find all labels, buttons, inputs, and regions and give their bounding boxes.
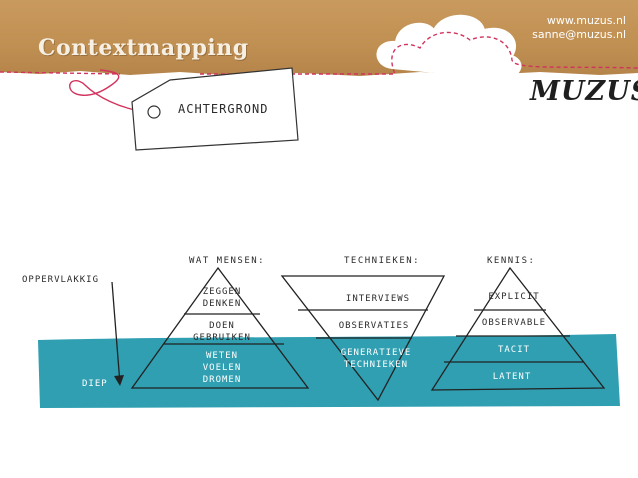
knowledge-pyramid: EXPLICIT OBSERVABLE TACIT LATENT [430,266,606,391]
techniques-pyramid: INTERVIEWS OBSERVATIES GENERATIEVE TECHN… [280,275,446,402]
people-level-2-line-2: GEBRUIKEN [193,333,251,343]
technique-observaties: OBSERVATIES [339,321,410,331]
heading-people: WAT MENSEN: [189,256,265,266]
tag-label: ACHTERGROND [178,102,268,116]
knowledge-latent: LATENT [493,372,532,382]
people-level-3-line-3: DROMEN [203,375,242,385]
achtergrond-tag: ACHTERGROND [131,67,299,151]
people-level-3-line-2: VOELEN [203,363,242,373]
heading-techniques: TECHNIEKEN: [344,256,420,266]
page-title: Contextmapping [38,35,249,61]
technique-generatieve-line-1: GENERATIEVE [341,348,412,358]
depth-arrowhead [114,375,124,386]
people-level-2-line-1: DOEN [209,321,235,331]
people-pyramid: ZEGGEN DENKEN DOEN GEBRUIKEN WETEN VOELE… [130,266,310,389]
knowledge-observable: OBSERVABLE [482,318,546,328]
depth-bottom-label: DIEP [82,379,108,389]
torn-edge [0,71,638,80]
knowledge-explicit: EXPLICIT [488,292,539,302]
heading-knowledge: KENNIS: [487,256,535,266]
depth-arrow [111,281,121,385]
stitched-line [0,31,638,75]
people-level-1-line-1: ZEGGEN [203,287,242,297]
website-link[interactable]: www.muzus.nl [546,14,626,27]
cloud-shape [376,14,522,80]
knowledge-tacit: TACIT [498,345,530,355]
contact-info: www.muzus.nl sanne@muzus.nl [532,14,626,42]
depth-top-label: OPPERVLAKKIG [22,275,99,285]
tag-string [69,69,151,113]
kraft-paper-header [0,0,638,76]
email-link[interactable]: sanne@muzus.nl [532,28,626,41]
people-level-1-line-2: DENKEN [203,299,242,309]
water-band [38,334,620,408]
technique-interviews: INTERVIEWS [346,294,410,304]
people-level-3-line-1: WETEN [206,351,238,361]
muzus-logo: MUZUS [530,76,638,107]
technique-generatieve-line-2: TECHNIEKEN [344,360,408,370]
